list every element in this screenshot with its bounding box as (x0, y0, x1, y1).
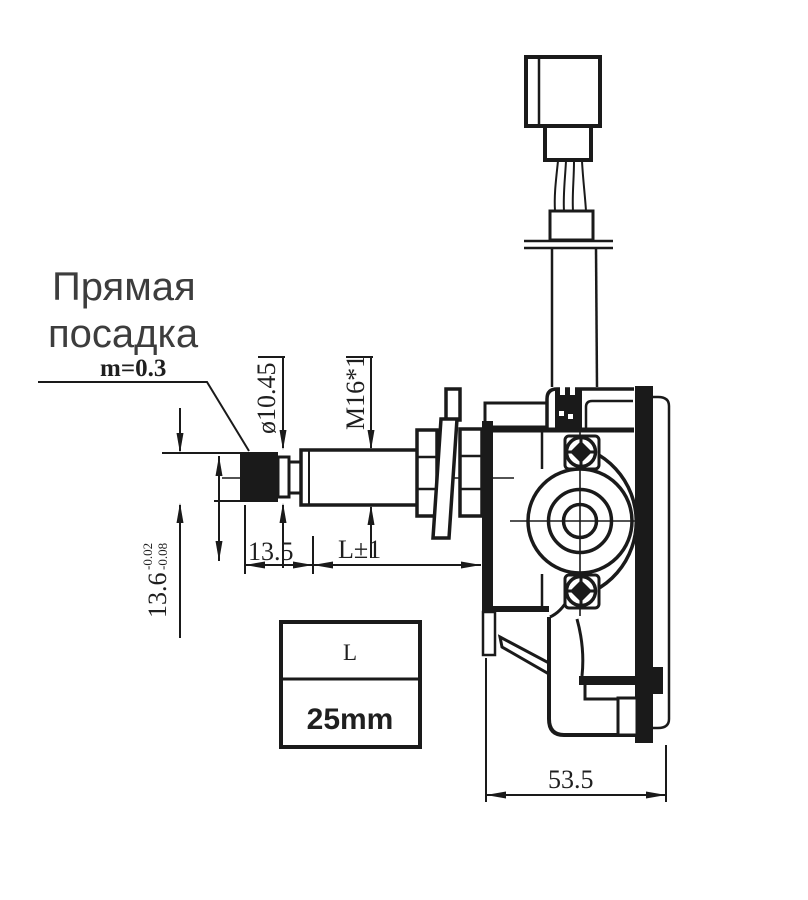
dim-tip-length-text: 13.5 (248, 537, 294, 566)
cable-gland (555, 386, 582, 432)
dimension-thread-spec (346, 356, 375, 558)
dimension-tip-length (244, 505, 481, 574)
phillips-screw-bottom (563, 573, 601, 610)
dimension-lines (38, 356, 667, 802)
lock-washer (431, 417, 459, 540)
phillips-screw-top (563, 434, 601, 471)
lower-bracket (497, 617, 641, 737)
dim-tip-height-text: 13.6 (143, 573, 172, 619)
bracket-cross-bar (579, 676, 641, 685)
body-top-box-inner (584, 399, 633, 430)
bracket-lever-arm (497, 634, 551, 677)
dim-tip-tol-upper: -0.02 (140, 543, 155, 570)
connector-assembly (524, 55, 613, 388)
connector-plug (524, 55, 602, 128)
module-leader-line (38, 381, 250, 452)
bracket-outline (547, 617, 637, 737)
dim-body-depth-text: 53.5 (548, 765, 594, 794)
spec-table-header: L (343, 640, 357, 665)
cable-sleeve (548, 209, 595, 242)
threaded-shaft (299, 448, 420, 507)
bracket-inner-step (583, 685, 622, 733)
shaft-assembly (222, 387, 514, 540)
connector-neck (543, 124, 593, 162)
motor-body (481, 386, 652, 737)
flange-plate-outline (651, 395, 671, 730)
spec-table-value: 25mm (307, 703, 394, 736)
dim-tip-tol-lower: -0.08 (155, 543, 170, 570)
bracket-foot (616, 696, 639, 737)
bracket-inner-curve (575, 618, 585, 677)
dimension-shaft-diameter (258, 356, 287, 568)
dim-thread-spec-text: M16*1 (341, 355, 370, 430)
hex-bushing (458, 427, 484, 518)
module-label: m=0.3 (100, 355, 166, 382)
shaft-step-ring-1 (276, 455, 291, 499)
housing-face-lower-ear (481, 610, 497, 657)
dim-thread-length-text: L±1 (338, 535, 381, 564)
washer-tab (444, 387, 462, 422)
dimension-tip-height (162, 408, 243, 638)
spec-table (279, 620, 422, 749)
flange-bar (635, 386, 653, 743)
knurled-tip (240, 452, 278, 502)
cable-right-edge (594, 247, 599, 388)
mounting-flange (635, 386, 671, 743)
wires (553, 160, 587, 212)
dimension-body-depth (485, 658, 667, 802)
body-top-step (483, 401, 549, 429)
fit-label-line2: посадка (48, 312, 199, 356)
shaft-step-ring-2 (287, 460, 303, 495)
housing-front-face (482, 421, 493, 612)
fit-label-line1: Прямая (52, 265, 196, 309)
dim-shaft-diameter-text: ø10.45 (252, 363, 281, 435)
flange-mount-tab (651, 667, 663, 694)
